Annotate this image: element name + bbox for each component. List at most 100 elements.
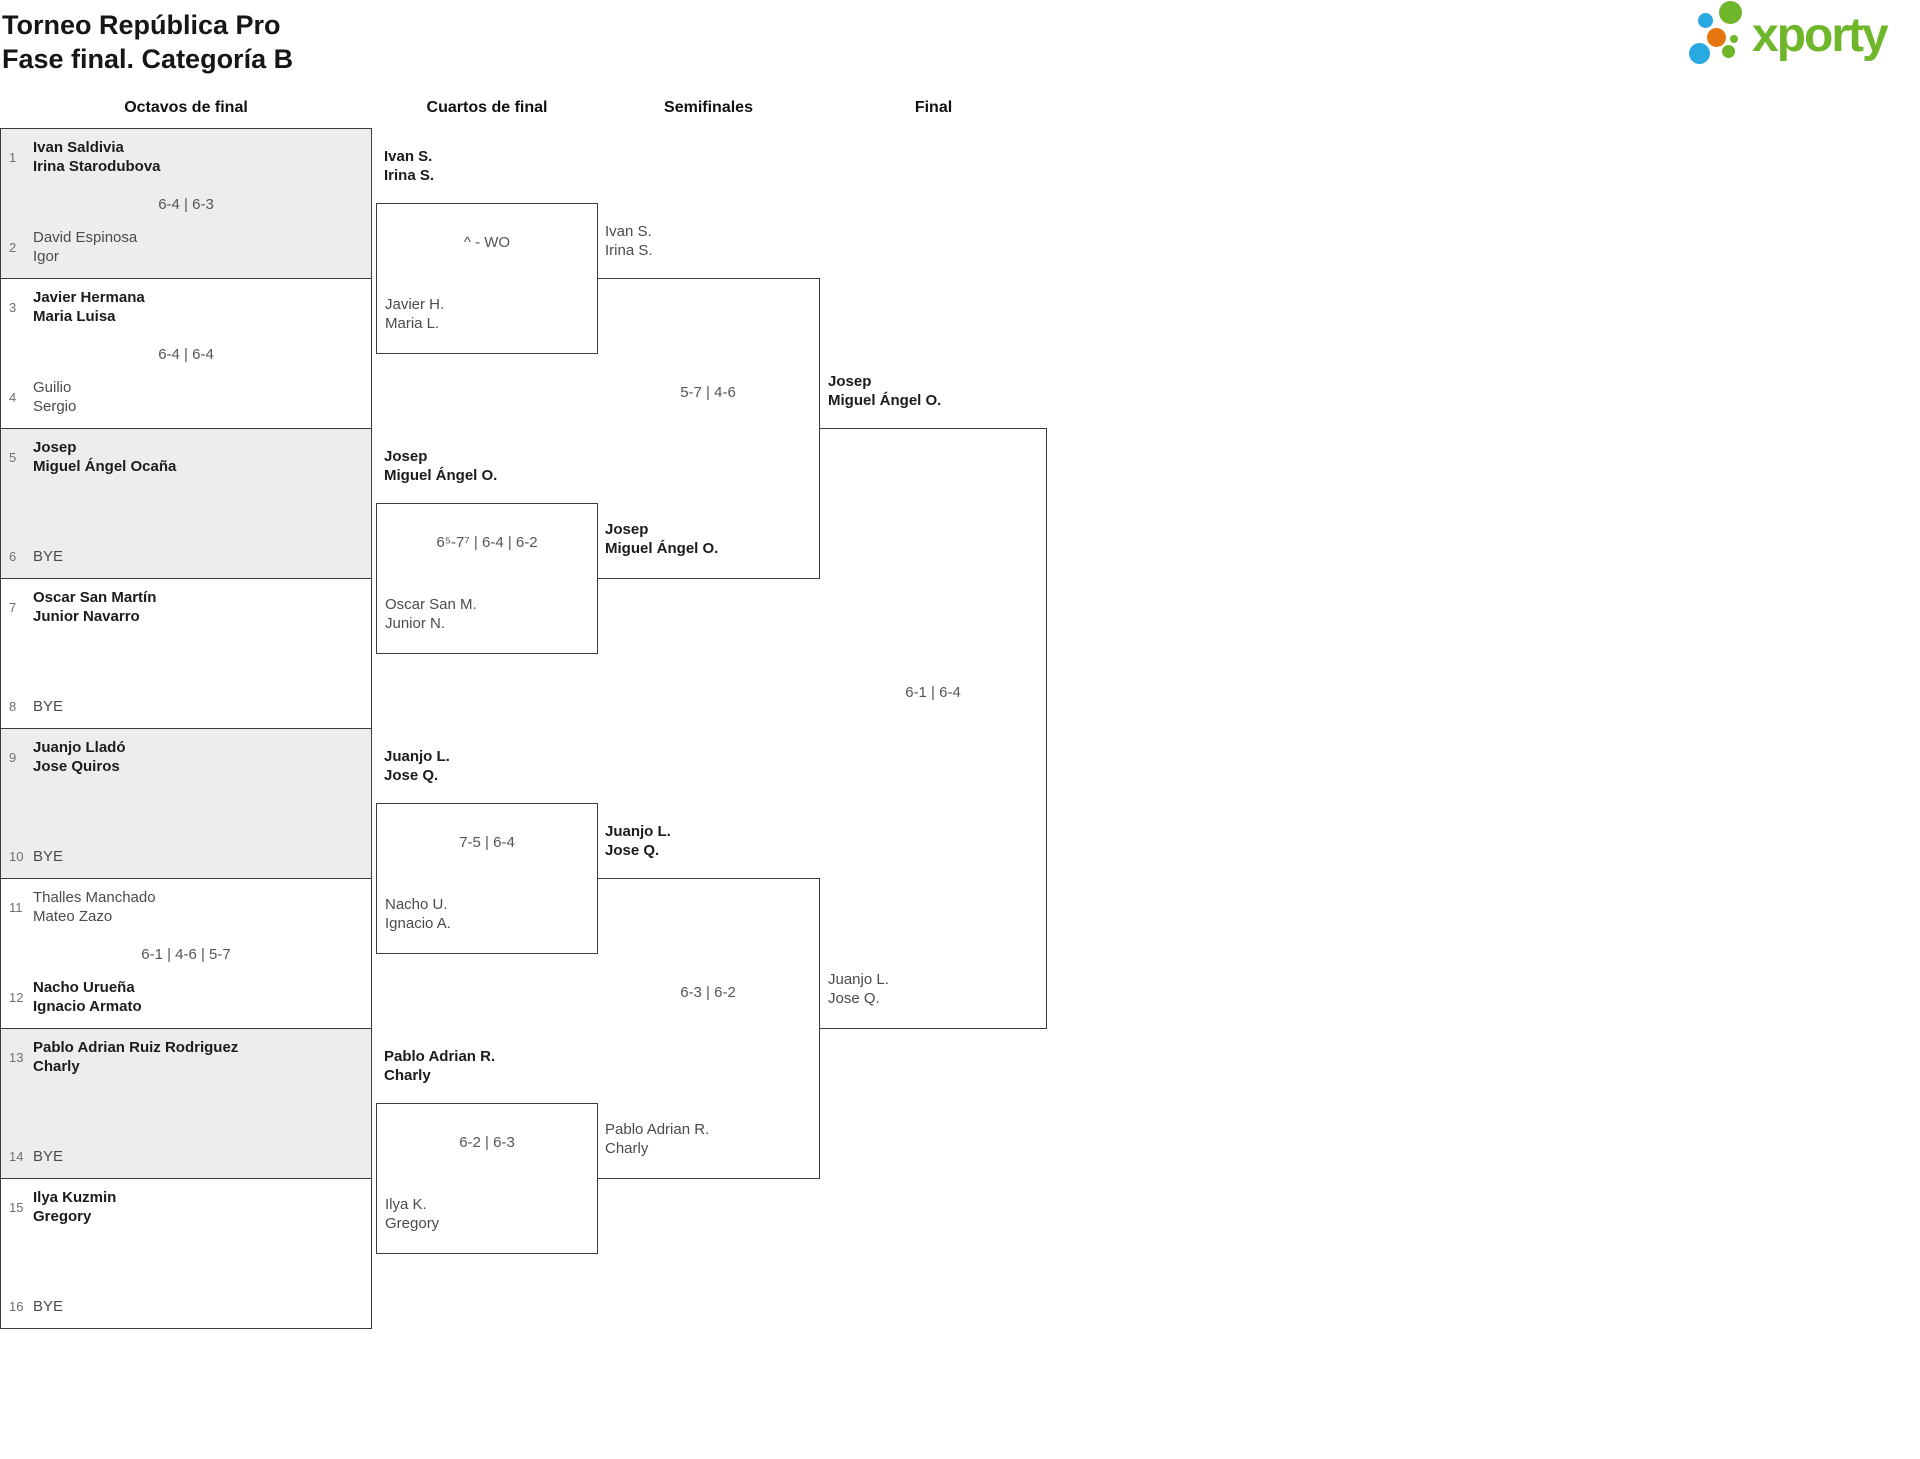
seed-number: 5 <box>9 449 17 465</box>
team-name-line: Josep <box>384 448 428 465</box>
team-name-line: Junior N. <box>385 615 446 632</box>
team-label: Juanjo L. Jose Q. <box>828 970 889 1008</box>
team-name-line: Javier H. <box>385 296 445 313</box>
match-score: ^ - WO <box>463 233 511 251</box>
round-header-octavos: Octavos de final <box>124 99 248 116</box>
team-name-line: Irina S. <box>384 167 435 184</box>
seed-number: 13 <box>9 1049 24 1065</box>
seed-number: 8 <box>9 699 17 714</box>
round-header-final: Final <box>914 99 953 116</box>
team-name-line: Ivan S. <box>605 223 652 240</box>
advancing-team-label: Pablo Adrian R. Charly <box>384 1047 594 1085</box>
seed-number: 16 <box>9 1299 24 1314</box>
team-name-line: Nacho Urueña <box>33 979 135 996</box>
match-score: 6-3 | 6-2 <box>680 983 736 1001</box>
match-score: 7-5 | 6-4 <box>459 833 515 851</box>
team-name-line: Josep <box>828 373 872 390</box>
team-name-line: Oscar San M. <box>385 596 477 613</box>
logo-dot-blue-small <box>1698 13 1713 28</box>
team-name-line: Juanjo Lladó <box>33 739 126 756</box>
team-name-line: Juanjo L. <box>384 748 450 765</box>
xporty-logo: xporty <box>1686 0 1920 78</box>
match-score: 6-1 | 4-6 | 5-7 <box>141 946 231 963</box>
team-name-line: Ignacio A. <box>385 915 451 932</box>
team-name-line: Ignacio Armato <box>33 998 142 1015</box>
team-name-line: Josep <box>33 439 77 456</box>
team-row: 8 BYE <box>7 697 365 716</box>
team-label: Ilya K. Gregory <box>385 1195 439 1233</box>
team-name-line: BYE <box>33 698 64 715</box>
team-row: 6 BYE <box>7 547 365 566</box>
team-name-line: Pablo Adrian R. <box>384 1048 496 1065</box>
team-name-line: Ilya Kuzmin <box>33 1189 117 1206</box>
advancing-team-label: Josep Miguel Ángel O. <box>828 372 1038 410</box>
team-name-line: BYE <box>33 1298 64 1315</box>
team-name-line: Juanjo L. <box>828 971 889 988</box>
tournament-subtitle: Fase final. Categoría B <box>2 44 294 74</box>
seed-number: 3 <box>9 299 17 315</box>
seed-number: 12 <box>9 989 24 1005</box>
team-name-line: Ivan Saldivia <box>33 139 124 156</box>
round-header-semifinales: Semifinales <box>664 99 753 116</box>
match-score: 5-7 | 4-6 <box>680 383 736 401</box>
team-name-line: Javier Hermana <box>33 289 145 306</box>
team-name-line: Juanjo L. <box>605 823 671 840</box>
team-name-line: Maria L. <box>385 315 440 332</box>
match-score: 6-4 | 6-3 <box>158 196 214 213</box>
team-name-line: Gregory <box>385 1215 440 1232</box>
team-label: Josep Miguel Ángel O. <box>605 520 718 558</box>
team-name-line: Charly <box>33 1058 80 1075</box>
advancing-team-label: Ivan S. Irina S. <box>605 222 815 260</box>
match-score: 6⁵-7⁷ | 6-4 | 6-2 <box>436 533 538 551</box>
team-name-line: Igor <box>33 248 59 265</box>
match-score: 6-2 | 6-3 <box>459 1133 515 1151</box>
team-name-line: Nacho U. <box>385 896 448 913</box>
team-row: 16 BYE <box>7 1297 365 1316</box>
team-name-line: Irina S. <box>605 242 653 259</box>
match-box-semifinal-1: 5-7 | 4-6 Josep Miguel Ángel O. <box>597 278 820 579</box>
seed-number: 10 <box>9 849 24 864</box>
team-name-line: Charly <box>384 1067 431 1084</box>
seed-number: 6 <box>9 549 17 564</box>
match-box-cuartos-2: 6⁵-7⁷ | 6-4 | 6-2 Oscar San M. Junior N. <box>376 503 598 654</box>
team-name-line: Pablo Adrian R. <box>605 1121 710 1138</box>
logo-dot-blue-large <box>1689 43 1710 64</box>
team-name-line: Josep <box>605 521 649 538</box>
team-name-line: Miguel Ángel O. <box>384 467 498 484</box>
match-box-cuartos-3: 7-5 | 6-4 Nacho U. Ignacio A. <box>376 803 598 954</box>
team-label: Javier H. Maria L. <box>385 295 444 333</box>
seed-number: 11 <box>9 899 23 915</box>
match-box-final: 6-1 | 6-4 Juanjo L. Jose Q. <box>820 428 1047 1029</box>
team-label: Oscar San M. Junior N. <box>385 595 477 633</box>
team-name-line: Mateo Zazo <box>33 908 113 925</box>
match-box-cuartos-4: 6-2 | 6-3 Ilya K. Gregory <box>376 1103 598 1254</box>
seed-number: 14 <box>9 1149 24 1164</box>
team-name-line: Miguel Ángel O. <box>605 540 719 557</box>
team-name-line: Jose Q. <box>605 842 660 859</box>
seed-number: 2 <box>9 239 17 255</box>
team-name-line: Miguel Ángel O. <box>828 392 942 409</box>
logo-dot-orange <box>1707 28 1726 47</box>
team-name-line: Charly <box>605 1140 649 1157</box>
team-name-line: Miguel Ángel Ocaña <box>33 458 177 475</box>
brand-wordmark: xporty <box>1752 9 1889 62</box>
team-label: Nacho U. Ignacio A. <box>385 895 451 933</box>
team-name-line: Jose Q. <box>828 990 880 1007</box>
tournament-title: Torneo República Pro <box>2 10 281 40</box>
team-name-line: Thalles Manchado <box>33 889 156 906</box>
team-name-line: Jose Q. <box>384 767 439 784</box>
team-name-line: Sergio <box>33 398 77 415</box>
team-name-line: Gregory <box>33 1208 92 1225</box>
team-name-line: Jose Quiros <box>33 758 120 775</box>
team-name-line: Junior Navarro <box>33 608 140 625</box>
team-row: 14 BYE <box>7 1147 365 1166</box>
